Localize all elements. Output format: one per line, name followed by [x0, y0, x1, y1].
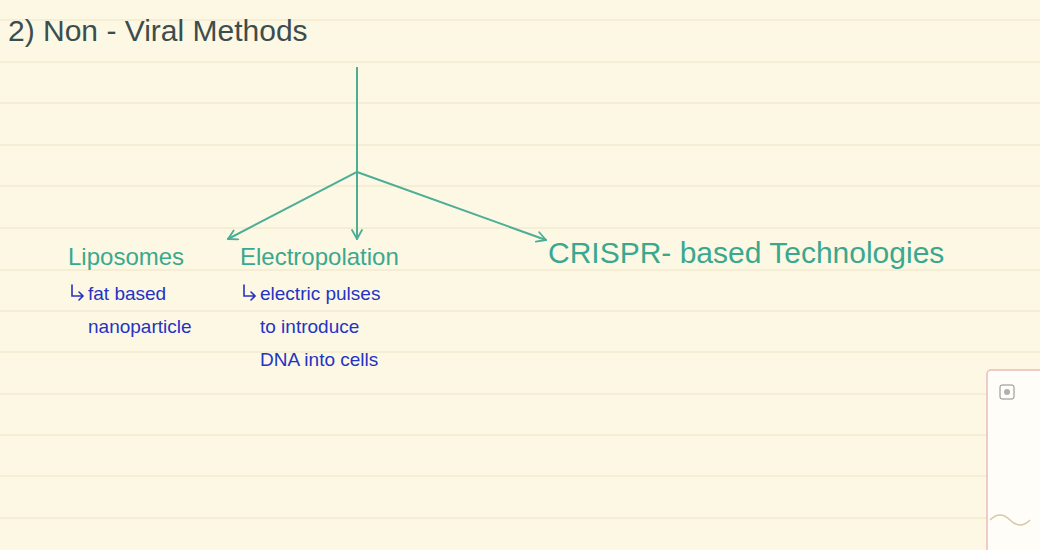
topic-heading: Liposomes: [68, 243, 184, 271]
root-topic: 2) Non - Viral Methods: [8, 14, 312, 48]
thumbnail-card: [987, 370, 1040, 550]
hook-arrow: [244, 285, 255, 300]
topic-note: fat based nanoparticle: [88, 277, 218, 343]
branch-topic: CRISPR- based Technologies: [548, 236, 949, 270]
topic-heading: CRISPR- based Technologies: [548, 236, 944, 270]
branch-topic: Liposomes fat based nanoparticle: [68, 243, 222, 343]
branch-arrow: [357, 68, 546, 240]
branch-topic: Electropolation electric pulses to introd…: [240, 243, 404, 376]
topic-note: electric pulses to introduce DNA into ce…: [260, 277, 400, 376]
hook-arrow: [72, 285, 83, 300]
branch-arrow: [228, 68, 357, 239]
topic-heading: Electropolation: [240, 243, 399, 271]
topic-heading: 2) Non - Viral Methods: [8, 14, 308, 48]
